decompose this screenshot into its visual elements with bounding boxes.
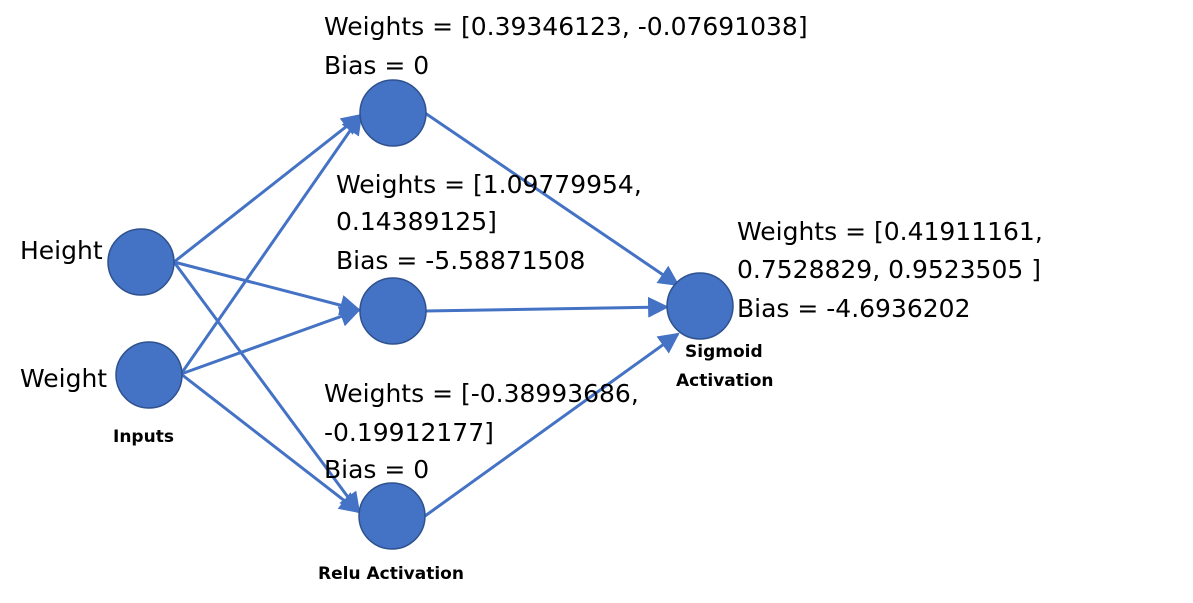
hidden3-weights-line1: Weights = [-0.38993686, xyxy=(324,379,639,408)
input-node-height xyxy=(107,228,175,296)
hidden1-weights: Weights = [0.39346123, -0.07691038] xyxy=(324,12,808,41)
inputs-caption: Inputs xyxy=(113,427,174,447)
input-node-weight xyxy=(115,341,183,409)
edge-hidden1-output xyxy=(424,111,680,287)
edge-weight-hidden1 xyxy=(179,113,363,375)
edge-height-hidden2 xyxy=(173,260,362,316)
hidden2-bias: Bias = -5.58871508 xyxy=(336,246,586,275)
output-bias: Bias = -4.6936202 xyxy=(737,294,971,323)
edge-hidden2-output xyxy=(424,296,670,318)
input-label-weight: Weight xyxy=(20,364,108,393)
edge-height-hidden1 xyxy=(173,113,363,264)
edge-weight-hidden3 xyxy=(180,372,361,514)
hidden2-weights-line1: Weights = [1.09779954, xyxy=(336,170,642,199)
hidden2-weights-line2: 0.14389125] xyxy=(336,207,497,236)
hidden1-bias: Bias = 0 xyxy=(324,51,430,80)
input-label-height: Height xyxy=(20,236,103,265)
output-node xyxy=(666,272,734,340)
output-weights-line2: 0.7528829, 0.9523505 ] xyxy=(737,255,1041,284)
hidden-node-3 xyxy=(358,482,426,550)
hidden3-bias: Bias = 0 xyxy=(324,455,430,484)
output-weights-line1: Weights = [0.41911161, xyxy=(737,217,1043,246)
hidden3-weights-line2: -0.19912177] xyxy=(324,418,494,447)
edge-hidden3-output xyxy=(424,332,680,518)
relu-activation-caption: Relu Activation xyxy=(318,564,464,584)
sigmoid-caption-line2: Activation xyxy=(676,371,774,391)
hidden-node-1 xyxy=(359,79,427,147)
hidden-node-2 xyxy=(359,277,427,345)
edge-height-hidden3 xyxy=(172,261,361,514)
edge-weight-hidden2 xyxy=(180,306,361,376)
sigmoid-caption-line1: Sigmoid xyxy=(685,342,763,362)
